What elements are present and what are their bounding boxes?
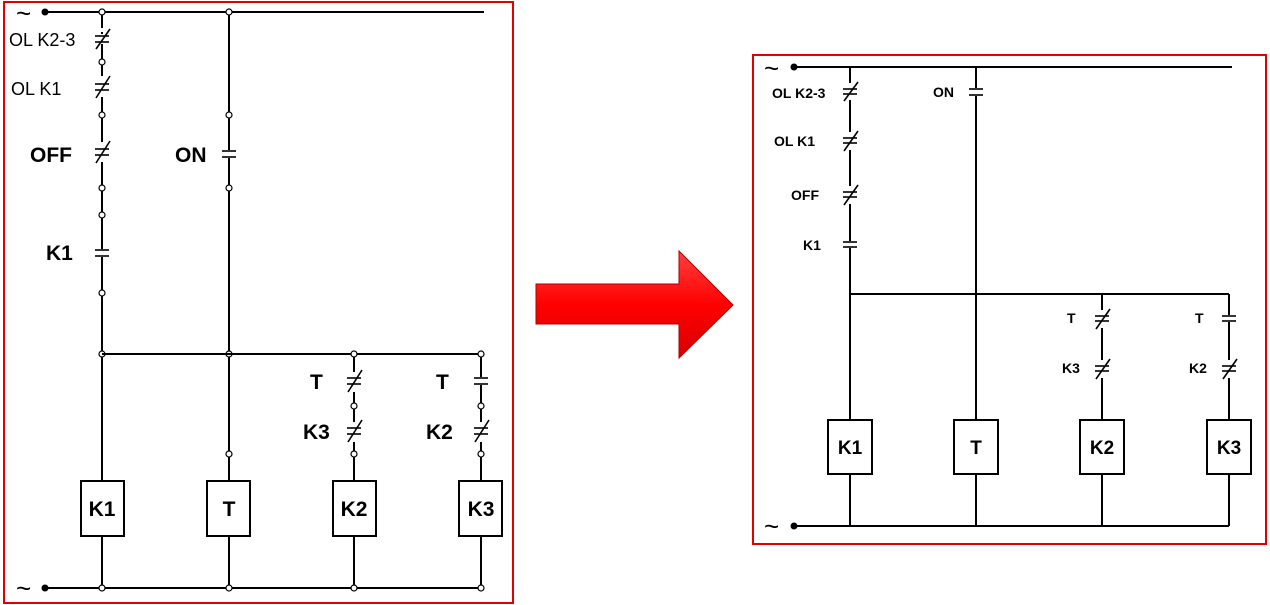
node	[477, 584, 485, 592]
coil-t: T	[953, 419, 999, 475]
coil-k3: K3	[1206, 419, 1252, 475]
contact-on	[969, 88, 983, 96]
node	[477, 450, 485, 458]
node	[350, 584, 358, 592]
supply-top-symbol: ~	[16, 0, 31, 28]
contact-k1-holding	[95, 249, 109, 257]
node	[225, 111, 233, 119]
coil-k2: K2	[1079, 419, 1125, 475]
arrow-shape	[535, 249, 734, 360]
node	[350, 450, 358, 458]
contact-ol-k2-3	[95, 28, 111, 50]
contact-t-nc	[347, 369, 363, 393]
contact-k3-nc	[347, 419, 363, 443]
label-ol-k1: OL K1	[11, 79, 61, 99]
supply-top-symbol: ~	[764, 53, 779, 83]
label-ol-k1: OL K1	[774, 133, 815, 149]
transform-arrow	[535, 249, 734, 360]
label-off: OFF	[30, 144, 72, 167]
contact-off	[95, 140, 111, 164]
label-on: ON	[933, 84, 954, 100]
label-t-no: T	[1195, 310, 1204, 326]
label-off: OFF	[791, 187, 819, 203]
node	[225, 8, 233, 16]
contact-ol-k1	[843, 130, 859, 152]
coil-t-label: T	[223, 498, 236, 521]
before-diagram: ~ ~	[3, 0, 514, 604]
coil-k2-label: K2	[341, 498, 368, 521]
supply-bottom-symbol: ~	[16, 573, 31, 603]
label-k3-nc: K3	[1062, 360, 1080, 376]
coil-k1-label: K1	[89, 498, 116, 521]
label-k1-contact: K1	[46, 242, 73, 265]
contact-on	[222, 150, 236, 158]
contact-t-no	[1222, 315, 1236, 322]
node	[98, 584, 106, 592]
contact-off	[843, 184, 859, 206]
coil-k2-label: K2	[1090, 438, 1114, 459]
after-frame	[752, 54, 1267, 545]
before-frame	[3, 1, 514, 604]
contact-k3-nc	[1095, 358, 1111, 380]
label-ol-k2-3: OL K2-3	[9, 30, 75, 50]
coil-k1: K1	[827, 419, 873, 475]
label-t-nc: T	[310, 371, 323, 394]
contact-k2-nc	[474, 419, 490, 443]
coil-k1-label: K1	[838, 438, 863, 459]
node	[225, 184, 233, 192]
node	[98, 211, 106, 219]
label-t-nc: T	[1067, 310, 1076, 326]
node	[350, 402, 358, 410]
contact-t-nc	[1095, 308, 1111, 330]
node	[477, 402, 485, 410]
contact-k1-holding	[843, 241, 857, 248]
contact-t-no	[474, 377, 488, 385]
label-t-no: T	[436, 371, 449, 394]
label-k2-nc: K2	[426, 421, 453, 444]
coil-k3-label: K3	[1217, 438, 1241, 459]
coil-k3: K3	[458, 480, 503, 537]
coil-k1: K1	[80, 480, 125, 537]
node	[98, 289, 106, 297]
after-diagram: ~ ~ OL K2-3 OL	[752, 53, 1267, 545]
coil-t: T	[206, 480, 251, 537]
node	[350, 350, 358, 358]
coil-k2: K2	[332, 480, 377, 537]
label-k3-nc: K3	[303, 421, 330, 444]
node	[477, 350, 485, 358]
node	[225, 450, 233, 458]
node	[225, 584, 233, 592]
contact-k2-nc	[1222, 358, 1238, 380]
label-on: ON	[175, 144, 207, 167]
label-k2-nc: K2	[1189, 360, 1207, 376]
supply-bottom-symbol: ~	[764, 511, 779, 541]
contact-ol-k1	[95, 75, 111, 99]
coil-t-label: T	[970, 438, 982, 459]
node	[98, 111, 106, 119]
node	[98, 184, 106, 192]
label-ol-k2-3: OL K2-3	[772, 85, 826, 101]
coil-k3-label: K3	[468, 498, 495, 521]
label-k1-contact: K1	[803, 237, 821, 253]
contact-ol-k2-3	[843, 81, 859, 102]
node	[98, 8, 106, 16]
node	[98, 58, 106, 66]
